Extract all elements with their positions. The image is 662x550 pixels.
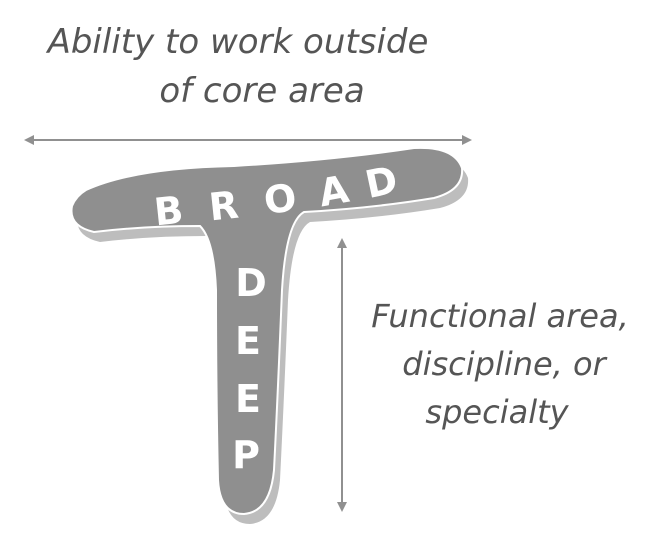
- broad-letter: O: [261, 175, 299, 223]
- breadth-label-line1: Ability to work outside: [46, 22, 429, 62]
- depth-label-line1: Functional area,: [371, 297, 628, 335]
- deep-letter: E: [235, 319, 261, 363]
- deep-word: D E E P: [232, 261, 267, 477]
- deep-letter: D: [235, 261, 267, 305]
- broad-letter: R: [207, 183, 241, 230]
- deep-letter: E: [235, 377, 261, 421]
- broad-letter: B: [152, 188, 185, 235]
- deep-letter: P: [232, 433, 260, 477]
- breadth-label-line2: of core area: [159, 71, 364, 111]
- t-shape: [70, 146, 464, 516]
- depth-label-line2: discipline, or: [402, 345, 607, 383]
- depth-label-line3: specialty: [425, 393, 569, 431]
